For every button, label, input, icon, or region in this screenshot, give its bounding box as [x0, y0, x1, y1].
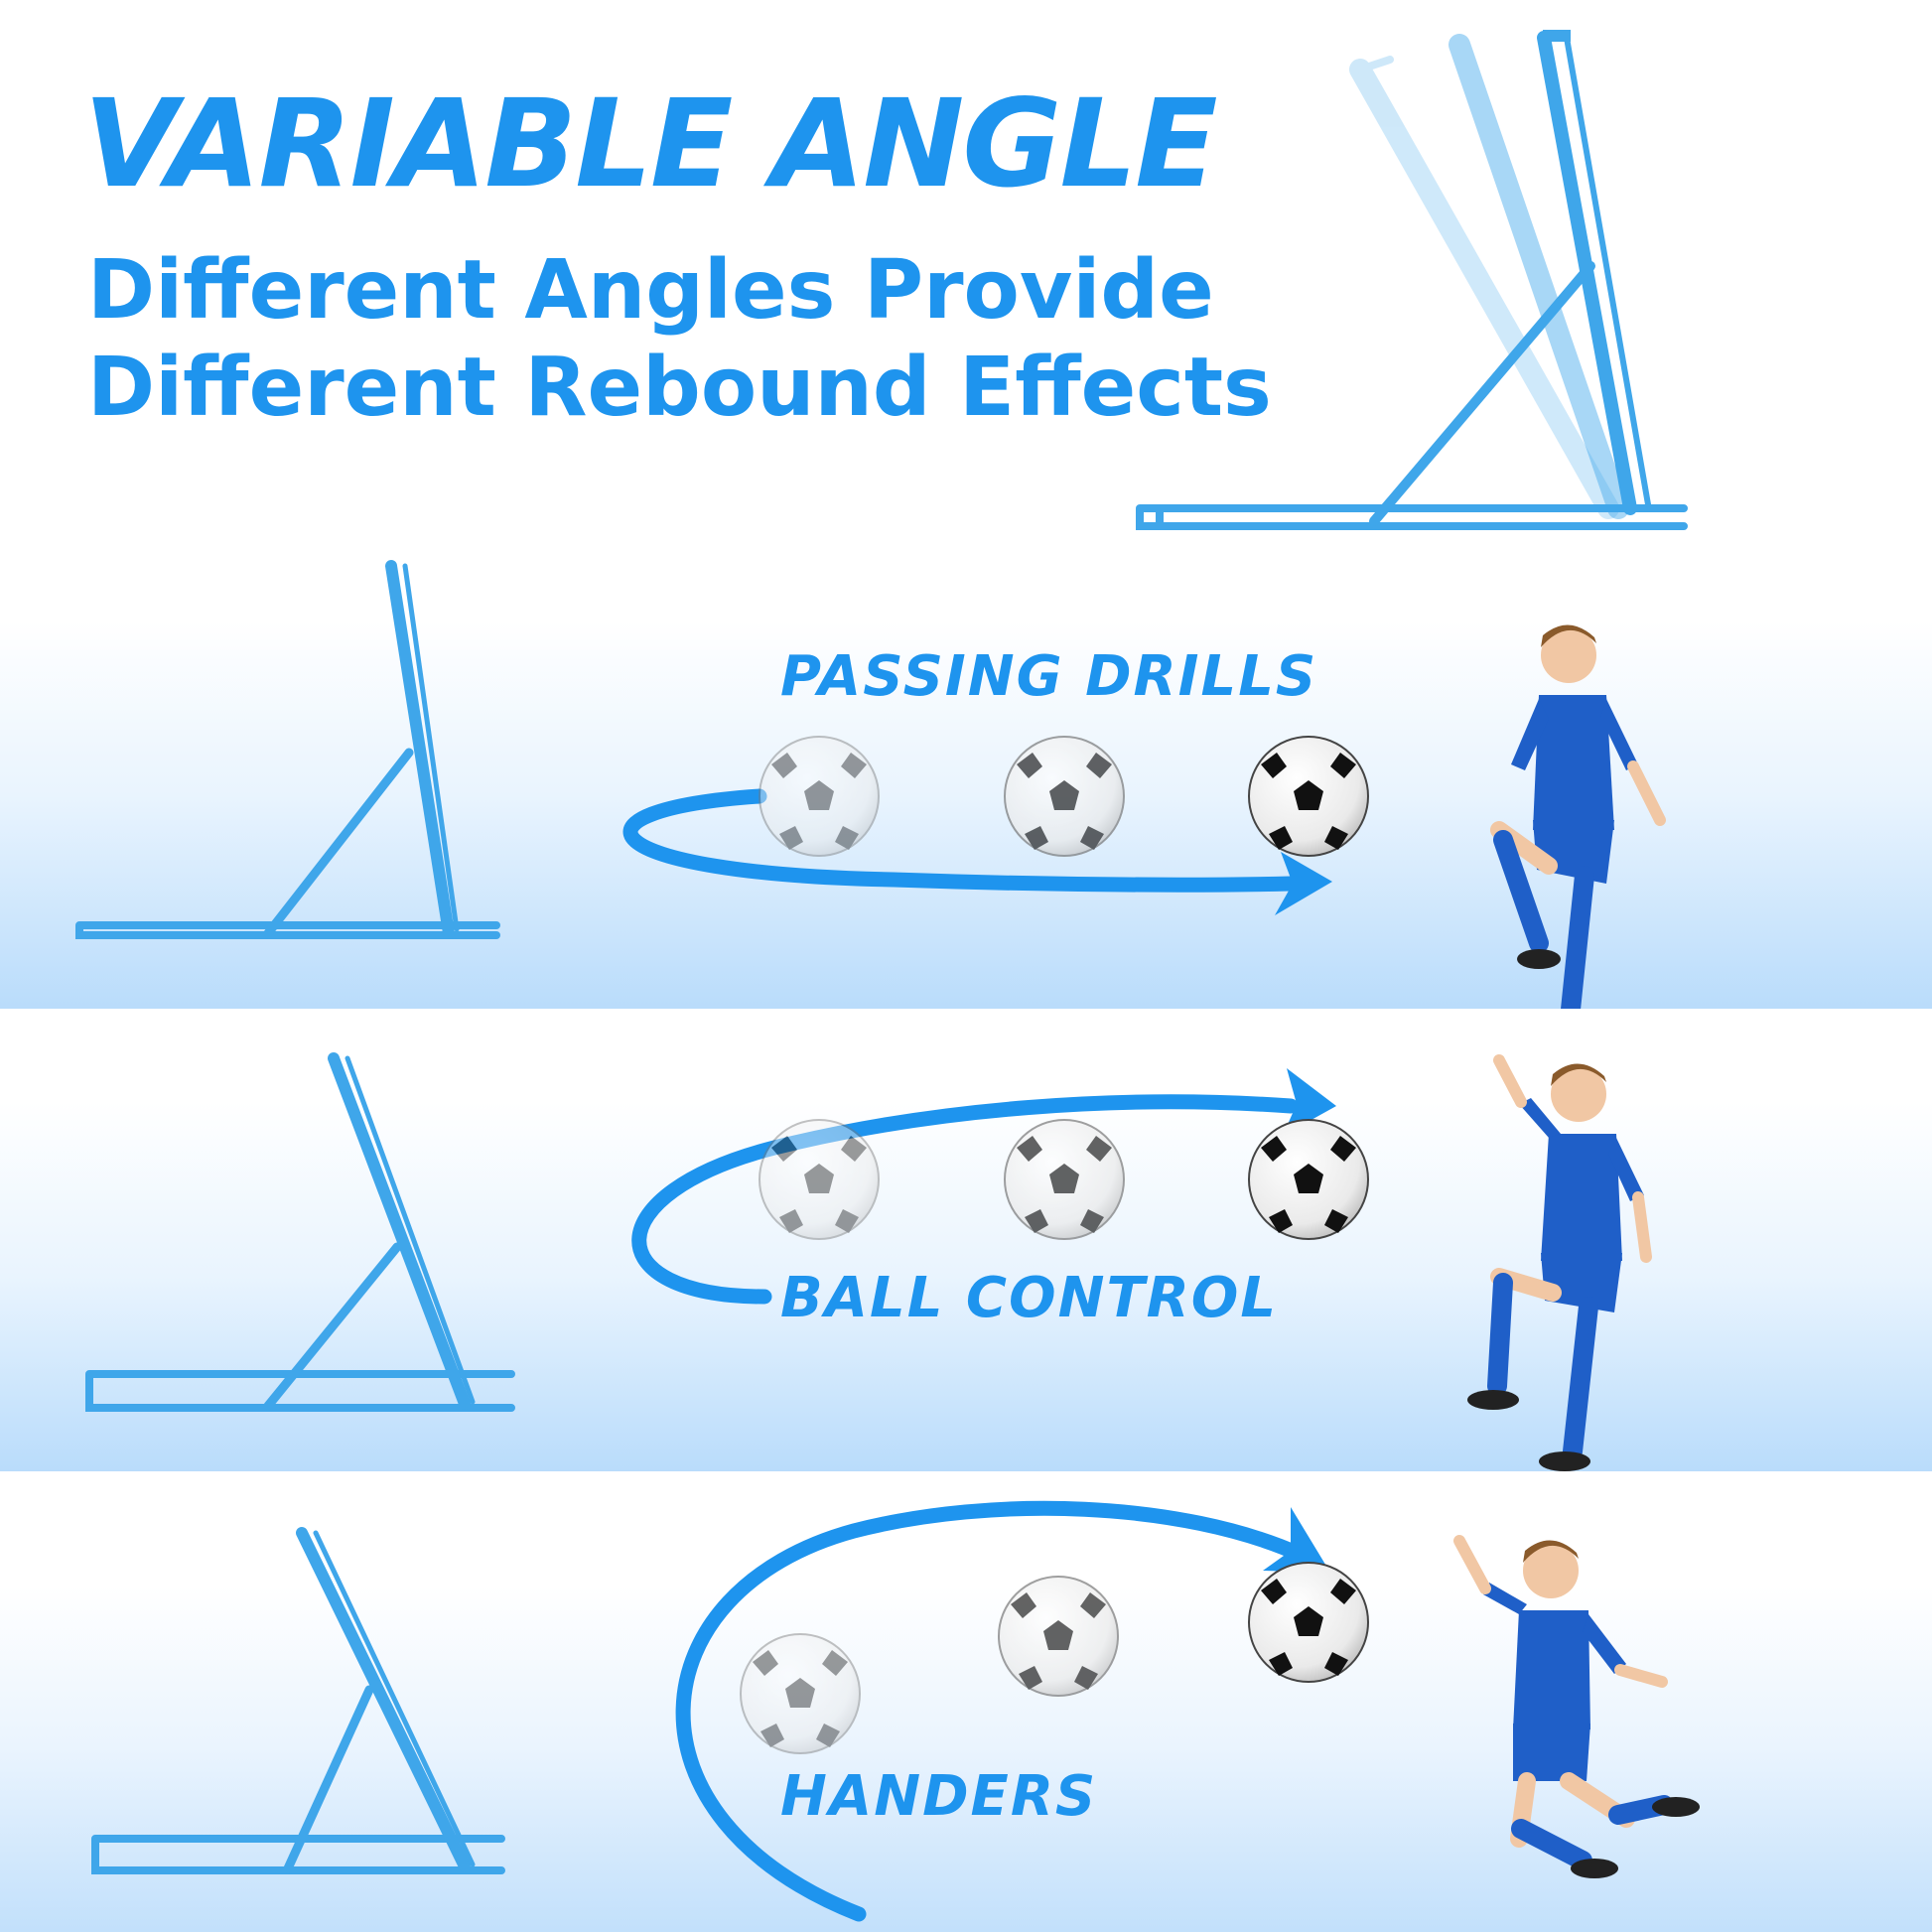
rebounder-net-icon: [91, 1527, 505, 1874]
ball-control-panel: BALL CONTROL: [0, 1009, 1932, 1471]
soccer-ball-icon: [998, 1576, 1119, 1697]
soccer-ball-icon: [759, 1119, 880, 1240]
curved-arrow-icon: [622, 788, 1332, 915]
hero-panel: VARIABLE ANGLE Different Angles Provide …: [0, 0, 1932, 536]
drill-label-handers: HANDERS: [780, 1764, 1098, 1829]
rebounder-angles-illustration: [1136, 30, 1688, 530]
soccer-ball-icon: [1248, 1562, 1369, 1683]
drill-label-passing: PASSING DRILLS: [780, 644, 1318, 709]
player-figure-icon: [1453, 1535, 1700, 1878]
curved-arrow-icon: [675, 1500, 1330, 1922]
soccer-ball-icon: [1248, 1119, 1369, 1240]
player-figure-icon: [1467, 1054, 1652, 1471]
rebounder-net-icon: [1136, 30, 1688, 530]
soccer-ball-icon: [1248, 736, 1369, 857]
handers-panel: HANDERS: [0, 1471, 1932, 1932]
rebounder-net-icon: [85, 1052, 515, 1412]
ball-control-illustration: [85, 1052, 1652, 1471]
curved-arrow-icon: [631, 1068, 1336, 1305]
drill-label-ball-control: BALL CONTROL: [780, 1266, 1279, 1330]
soccer-ball-icon: [1004, 736, 1125, 857]
soccer-ball-icon: [740, 1633, 861, 1754]
soccer-ball-icon: [1004, 1119, 1125, 1240]
passing-drills-panel: PASSING DRILLS: [0, 536, 1932, 1009]
player-figure-icon: [1490, 624, 1666, 1009]
handers-illustration: [91, 1500, 1700, 1922]
page-title: VARIABLE ANGLE: [83, 73, 1218, 214]
subtitle-line-2: Different Rebound Effects: [87, 341, 1272, 435]
soccer-ball-icon: [759, 736, 880, 857]
passing-drills-illustration: [75, 560, 1666, 1009]
rebounder-net-icon: [75, 560, 500, 939]
subtitle-line-1: Different Angles Provide: [87, 243, 1214, 338]
